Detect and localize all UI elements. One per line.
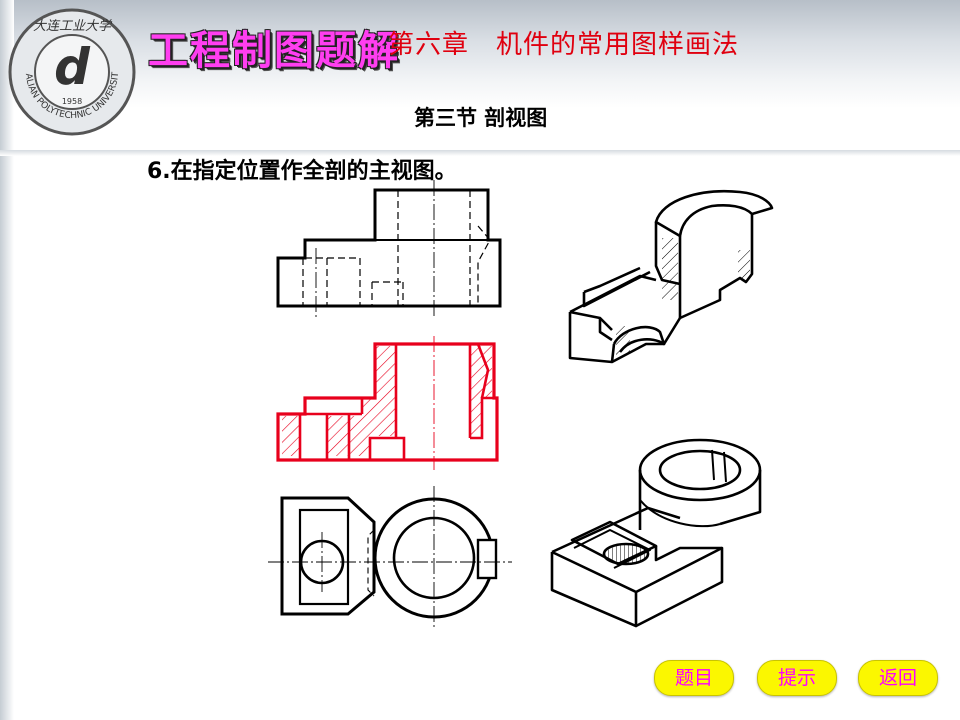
front-view-hidden-lines xyxy=(302,190,491,306)
iso-cylinder-bore xyxy=(658,449,742,491)
given-top-view xyxy=(268,486,512,628)
isometric-external-view xyxy=(550,438,762,628)
given-front-view xyxy=(276,180,502,318)
iso-base2-step xyxy=(654,546,722,562)
iso-base2-top-back xyxy=(551,506,681,554)
iso-rib-edge xyxy=(582,270,651,308)
logo-inner-ring xyxy=(34,34,110,110)
answer-section-view xyxy=(276,336,499,470)
iso-hatch-cylinder xyxy=(662,238,678,300)
iso-cut-cylinder-top xyxy=(654,190,774,238)
iso-hatch-base xyxy=(616,326,630,356)
topic-button[interactable]: 题目 xyxy=(654,660,734,696)
top-view-hidden-lines xyxy=(367,529,375,597)
section-hatch-block xyxy=(349,346,396,456)
iso-base-cut-face xyxy=(569,310,613,331)
header-divider xyxy=(0,150,960,156)
header-background xyxy=(0,0,960,108)
iso-cylinder-top xyxy=(638,438,762,502)
logo-name-cn: 大连工业大学 xyxy=(33,18,113,34)
front-view-center-lines xyxy=(315,180,435,318)
section-hatch-left xyxy=(282,416,300,456)
iso-base2-right-face xyxy=(635,546,724,628)
iso-base2-hole xyxy=(602,542,650,566)
isometric-section-view xyxy=(568,190,774,364)
logo-letter-d-icon: d xyxy=(54,38,91,96)
iso-base-front xyxy=(568,312,616,364)
iso-cylinder-base-curve xyxy=(639,499,721,528)
section-view-outline xyxy=(276,342,499,462)
left-edge-gradient xyxy=(0,0,14,720)
top-view-slot xyxy=(298,508,350,606)
top-view-outline xyxy=(280,496,376,616)
chapter-title: 第六章 机件的常用图样画法 xyxy=(388,30,740,60)
hint-button[interactable]: 提示 xyxy=(757,660,837,696)
section-hatch-mid xyxy=(327,416,349,456)
iso-cut-cylinder-body xyxy=(678,214,754,320)
section-view-inner-edges xyxy=(298,343,494,460)
back-button[interactable]: 返回 xyxy=(858,660,938,696)
iso-base-inner xyxy=(598,318,613,342)
question-text: 6.在指定位置作全剖的主视图。 xyxy=(147,159,457,184)
logo-year: 1958 xyxy=(62,97,82,106)
top-view-center-lines xyxy=(268,486,512,628)
top-view-notch xyxy=(476,538,498,580)
iso-cylinder-notch xyxy=(711,449,727,483)
brand-title: 工程制图题解 xyxy=(148,28,400,74)
iso-rib-top xyxy=(583,266,641,294)
front-view-outline xyxy=(276,188,502,308)
iso-hatch-cylinder-right xyxy=(738,250,750,278)
university-logo: DALIAN POLYTECHNIC UNIVERSITY 大连工业大学 d 1… xyxy=(6,6,136,136)
section-title: 第三节 剖视图 xyxy=(414,106,548,130)
